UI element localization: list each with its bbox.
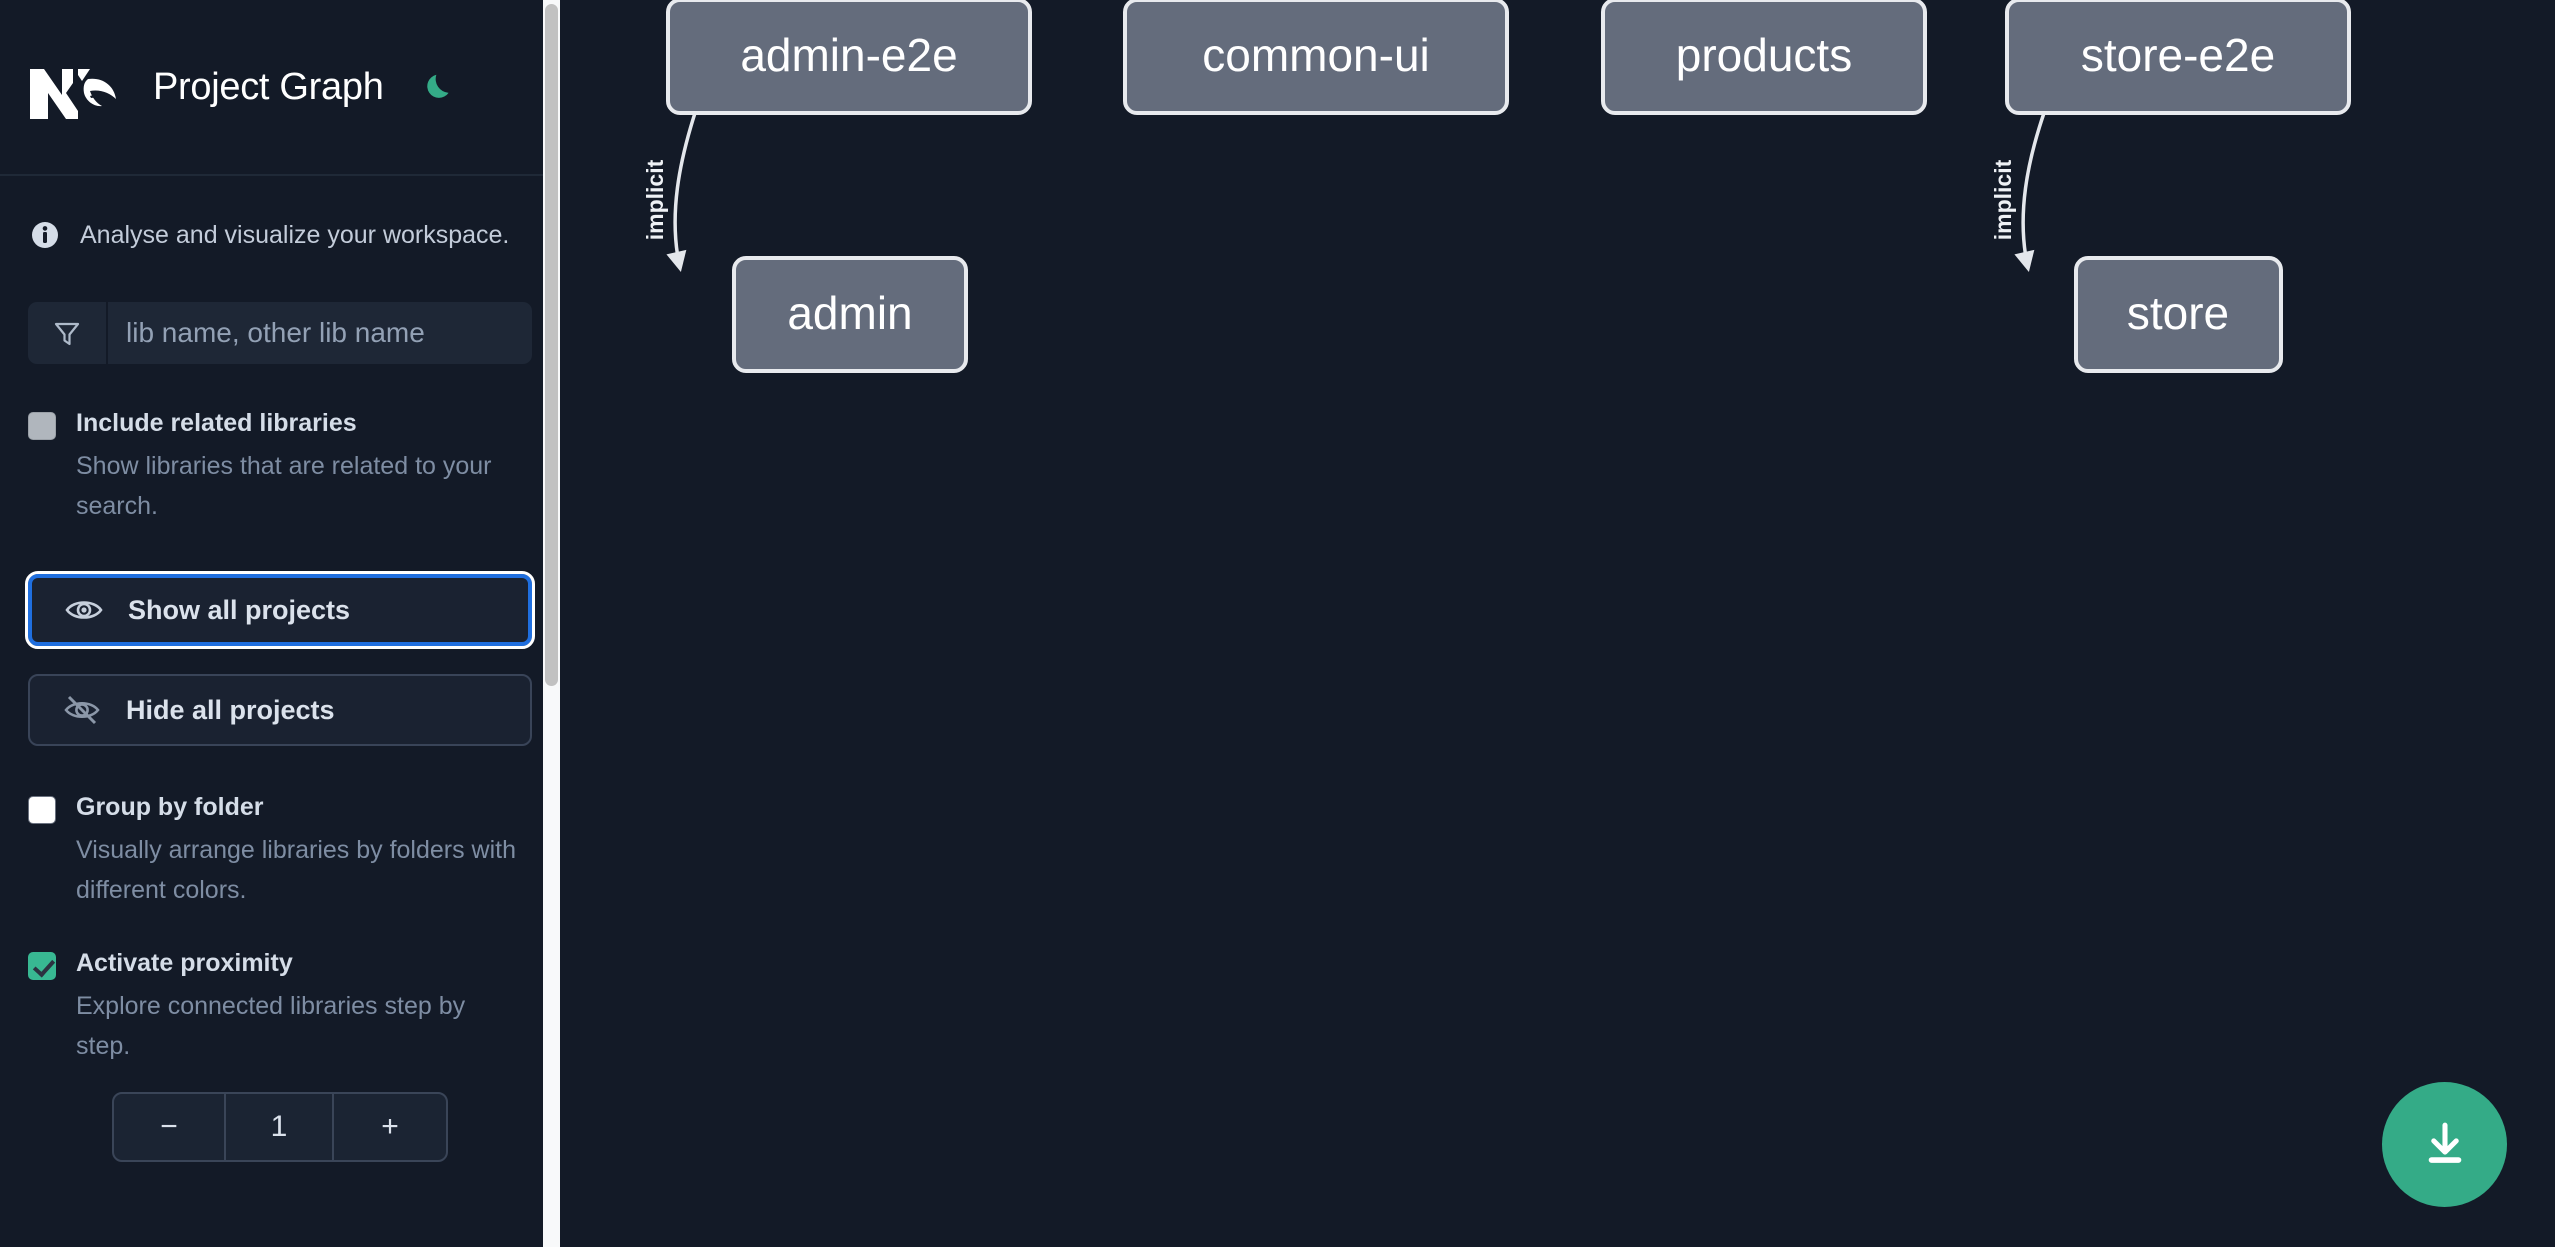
sidebar-scrollbar-thumb[interactable] xyxy=(545,4,558,686)
graph-node-label: common-ui xyxy=(1202,29,1430,81)
filter-search-box[interactable] xyxy=(28,302,532,364)
group-by-folder-checkbox[interactable] xyxy=(28,796,56,824)
download-image-button[interactable] xyxy=(2382,1082,2507,1207)
group-by-folder-description: Visually arrange libraries by folders wi… xyxy=(76,836,517,904)
download-icon xyxy=(2418,1115,2472,1174)
hide-all-projects-button[interactable]: Hide all projects xyxy=(28,674,532,746)
nx-logo-icon xyxy=(26,53,121,121)
graph-node-label: store-e2e xyxy=(2081,29,2275,81)
proximity-increment-button[interactable]: + xyxy=(381,1110,399,1143)
sidebar-body: Analyse and visualize your workspace. In… xyxy=(0,176,560,1162)
graph-node-admin-e2e[interactable]: admin-e2e xyxy=(666,0,1032,115)
proximity-stepper: − 1 + xyxy=(112,1092,448,1162)
eye-icon xyxy=(62,588,106,632)
hide-all-projects-label: Hide all projects xyxy=(126,694,335,725)
tagline-text: Analyse and visualize your workspace. xyxy=(80,220,510,249)
graph-node-common-ui[interactable]: common-ui xyxy=(1123,0,1509,115)
edge-store-e2e-to-store[interactable]: implicit xyxy=(1990,112,2046,272)
graph-node-label: store xyxy=(2127,287,2229,339)
option-include-related-libraries: Include related libraries Show libraries… xyxy=(0,408,560,526)
graph-node-admin[interactable]: admin xyxy=(732,256,968,373)
edge-label-implicit-admin: implicit xyxy=(642,159,668,240)
include-related-libraries-label: Include related libraries xyxy=(76,409,357,437)
sidebar: Project Graph Analyse and visualize your… xyxy=(0,0,560,1247)
option-group-by-folder: Group by folder Visually arrange librari… xyxy=(0,792,560,910)
activate-proximity-label: Activate proximity xyxy=(76,949,293,977)
tagline: Analyse and visualize your workspace. xyxy=(0,176,560,250)
graph-node-label: products xyxy=(1676,29,1852,81)
option-activate-proximity: Activate proximity Explore connected lib… xyxy=(0,948,560,1066)
activate-proximity-checkbox[interactable] xyxy=(28,952,56,980)
graph-node-products[interactable]: products xyxy=(1601,0,1927,115)
graph-node-store-e2e[interactable]: store-e2e xyxy=(2005,0,2351,115)
graph-node-store[interactable]: store xyxy=(2074,256,2283,373)
graph-node-label: admin xyxy=(787,287,912,339)
project-graph-svg: implicit implicit admin-e2e common-ui pr… xyxy=(642,0,2351,373)
page-title: Project Graph xyxy=(153,65,384,108)
sidebar-scrollbar[interactable] xyxy=(543,0,560,1247)
group-by-folder-label: Group by folder xyxy=(76,793,264,821)
include-related-libraries-description: Show libraries that are related to your … xyxy=(76,452,492,520)
funnel-icon xyxy=(28,302,108,364)
edge-label-implicit-store: implicit xyxy=(1990,159,2016,240)
graph-node-label: admin-e2e xyxy=(740,29,957,81)
activate-proximity-description: Explore connected libraries step by step… xyxy=(76,992,466,1060)
proximity-value: 1 xyxy=(226,1094,334,1160)
sidebar-header: Project Graph xyxy=(0,0,560,176)
graph-canvas[interactable]: implicit implicit admin-e2e common-ui pr… xyxy=(560,0,2555,1247)
show-all-projects-label: Show all projects xyxy=(128,594,351,625)
proximity-decrement-button[interactable]: − xyxy=(114,1094,226,1160)
info-icon xyxy=(30,220,60,250)
edge-admin-e2e-to-admin[interactable]: implicit xyxy=(642,112,697,272)
search-input[interactable] xyxy=(108,302,532,364)
include-related-libraries-checkbox[interactable] xyxy=(28,412,56,440)
moon-icon[interactable] xyxy=(416,64,462,110)
show-all-projects-button[interactable]: Show all projects xyxy=(25,571,535,649)
eye-off-icon xyxy=(60,688,104,732)
